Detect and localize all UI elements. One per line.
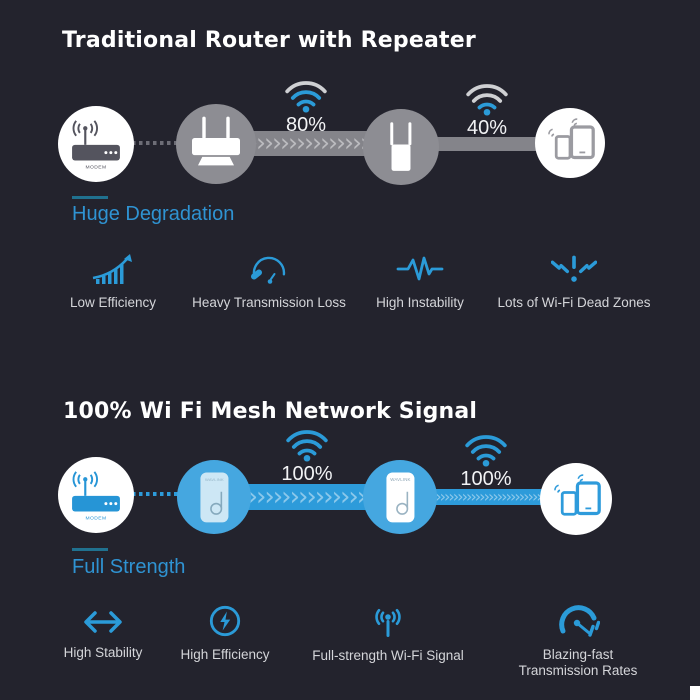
repeater-brand: WAVLINK (205, 477, 224, 482)
feature-label: High Instability (376, 295, 464, 310)
devices-icon (548, 118, 595, 160)
repeater-node-gray (363, 109, 439, 185)
feature-label: Lots of Wi-Fi Dead Zones (497, 295, 651, 310)
repeater-icon (390, 122, 412, 171)
modem-node: MODEM (58, 106, 134, 182)
signal-percent: 80% (285, 114, 327, 136)
wifi-icon-100 (286, 430, 328, 462)
wifi-icon-40 (466, 84, 508, 116)
efficiency-bars-icon (92, 254, 132, 284)
feature-low-efficiency: Low Efficiency (33, 252, 193, 311)
wifi-icon-100 (465, 435, 507, 467)
devices-node (535, 108, 605, 178)
modem-icon: MODEM (72, 120, 120, 170)
feature-transmission-loss: Heavy Transmission Loss (179, 252, 359, 311)
mesh-repeater-node-2: WAVLINK (363, 460, 437, 534)
lightning-circle-icon (209, 605, 241, 637)
speedometer-icon (559, 605, 600, 637)
feature-label: Blazing-fast Transmission Rates (518, 647, 638, 678)
mesh-repeater-icon: WAVLINK (386, 472, 415, 523)
feature-label: Full-strength Wi-Fi Signal (312, 648, 464, 663)
signal-percent: 40% (466, 117, 508, 139)
pulse-icon (396, 256, 444, 281)
section1-caption: Huge Degradation (72, 203, 235, 225)
signal-40-group: 40% (457, 84, 517, 140)
feature-label: High Stability (63, 645, 143, 660)
feature-dead-zones: Lots of Wi-Fi Dead Zones (484, 252, 664, 311)
mesh-band-2 (400, 489, 576, 505)
feature-efficiency: High Efficiency (145, 604, 305, 663)
gauge-icon (251, 256, 286, 284)
devices-icon (554, 474, 601, 516)
wifi-dead-zone-icon (551, 255, 597, 282)
dotted-link-gray (132, 141, 178, 145)
router-node (176, 104, 256, 184)
dotted-link-blue (132, 492, 178, 496)
signal-80-group: 80% (276, 81, 336, 137)
corner-mark (690, 686, 700, 700)
devices-node-mesh (540, 463, 612, 535)
feature-label: Low Efficiency (69, 295, 157, 310)
signal-percent: 100% (460, 468, 512, 490)
feature-label: Heavy Transmission Loss (192, 295, 346, 310)
mesh-repeater-node-1: WAVLINK (177, 460, 251, 534)
section1-title: Traditional Router with Repeater (62, 28, 476, 53)
section2-title: 100% Wi Fi Mesh Network Signal (63, 399, 478, 424)
feature-speed: Blazing-fast Transmission Rates (503, 602, 653, 679)
feature-stability: High Stability (28, 608, 178, 661)
modem-icon: MODEM (72, 471, 120, 521)
signal-percent: 100% (281, 463, 333, 485)
caption-underline (72, 548, 108, 551)
mesh-repeater-icon: WAVLINK (200, 472, 229, 523)
double-arrow-icon (84, 611, 122, 633)
signal-100-group-2: 100% (456, 435, 516, 491)
signal-100-group-1: 100% (277, 430, 337, 486)
feature-instability: High Instability (340, 252, 500, 311)
repeater-brand: WAVLINK (390, 477, 410, 482)
feature-label: High Efficiency (180, 647, 270, 662)
antenna-broadcast-icon (375, 608, 401, 637)
caption-underline (72, 196, 108, 199)
modem-node-mesh: MODEM (58, 457, 134, 533)
router-icon (192, 116, 240, 166)
modem-label: MODEM (86, 515, 107, 521)
wifi-icon-80 (285, 81, 327, 113)
feature-full-signal: Full-strength Wi-Fi Signal (283, 607, 493, 664)
signal-band-40 (401, 137, 571, 151)
section2-caption: Full Strength (72, 556, 186, 578)
modem-label: MODEM (86, 164, 107, 170)
